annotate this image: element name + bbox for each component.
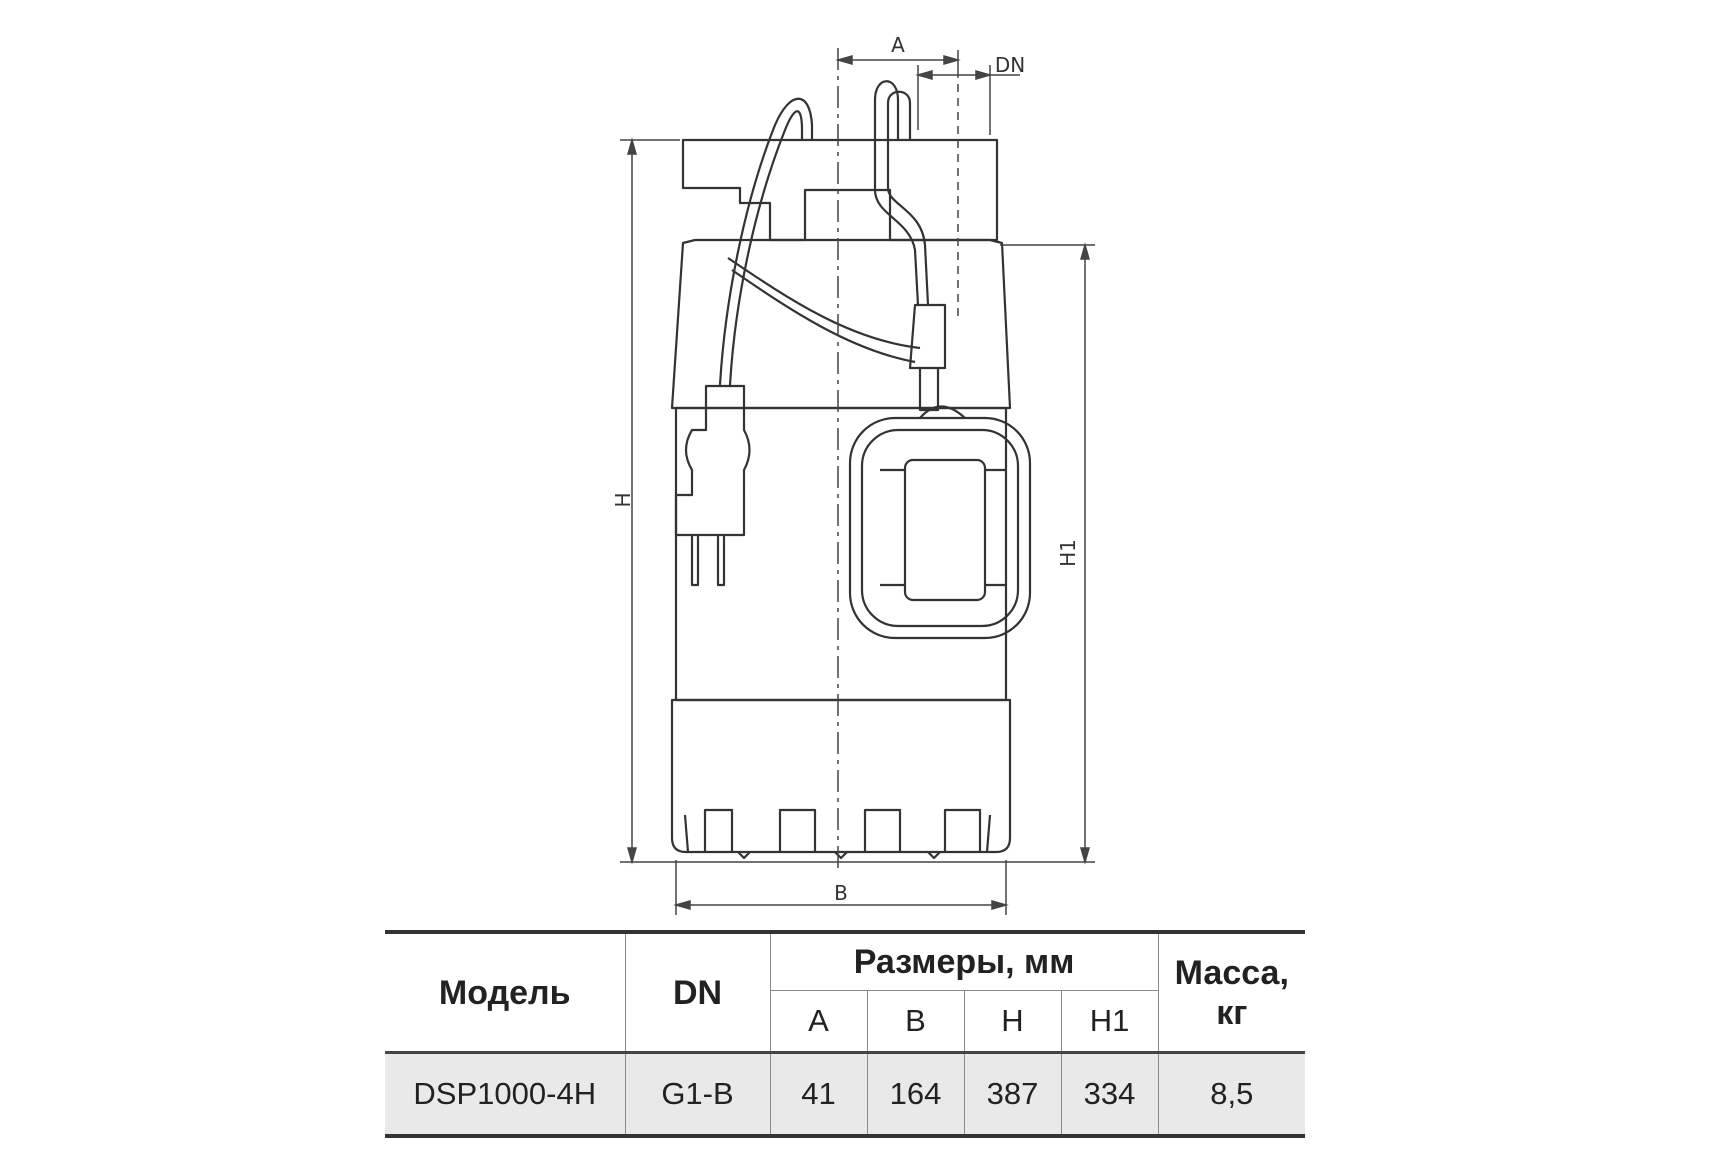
float-cable <box>873 80 920 306</box>
header-dn: DN <box>624 931 771 1053</box>
header-h1: H1 <box>1060 990 1159 1053</box>
dim-label-h: H <box>611 492 635 507</box>
specifications-table: Модель DN Размеры, мм Масса, кг A B H H1… <box>385 930 1306 1138</box>
dim-label-a: A <box>891 33 905 57</box>
power-plug <box>674 384 751 537</box>
header-a: A <box>770 990 868 1053</box>
cell-dn: G1-B <box>624 1051 771 1137</box>
cell-h1: 334 <box>1060 1051 1159 1137</box>
base-slot <box>863 808 902 852</box>
header-h: H <box>963 990 1062 1053</box>
dim-label-h1: H1 <box>1056 539 1080 567</box>
cell-model: DSP1000-4H <box>385 1051 626 1137</box>
base-slot <box>778 808 817 852</box>
header-b: B <box>866 990 965 1053</box>
header-mass-line2: кг <box>1216 993 1248 1032</box>
handle-bar <box>681 138 999 242</box>
cell-h: 387 <box>963 1051 1062 1137</box>
base-slot <box>703 808 734 852</box>
pump-body <box>674 406 1008 702</box>
base-slot <box>943 808 982 852</box>
pump-base <box>670 698 1012 854</box>
header-model: Модель <box>385 931 626 1053</box>
table-subheader-row: A B H H1 <box>385 990 1305 1053</box>
pump-dimension-drawing: A DN B H H1 <box>611 33 1095 915</box>
cable-clamp <box>908 303 947 370</box>
motor-housing <box>670 238 1012 410</box>
header-mass: Масса, кг <box>1157 931 1306 1053</box>
cell-a: 41 <box>769 1051 868 1137</box>
float-switch <box>848 416 1032 640</box>
dim-label-b: B <box>834 881 848 905</box>
power-cable <box>718 97 814 386</box>
dim-label-dn: DN <box>995 53 1025 77</box>
table-row: DSP1000-4H G1-B 41 164 387 334 8,5 <box>385 1051 1306 1137</box>
table-header-row: Модель DN Размеры, мм Масса, кг <box>385 931 1306 1053</box>
header-dimensions: Размеры, мм <box>769 931 1159 991</box>
header-mass-line1: Масса, <box>1174 953 1289 992</box>
cell-mass: 8,5 <box>1157 1051 1306 1137</box>
cell-b: 164 <box>866 1051 965 1137</box>
